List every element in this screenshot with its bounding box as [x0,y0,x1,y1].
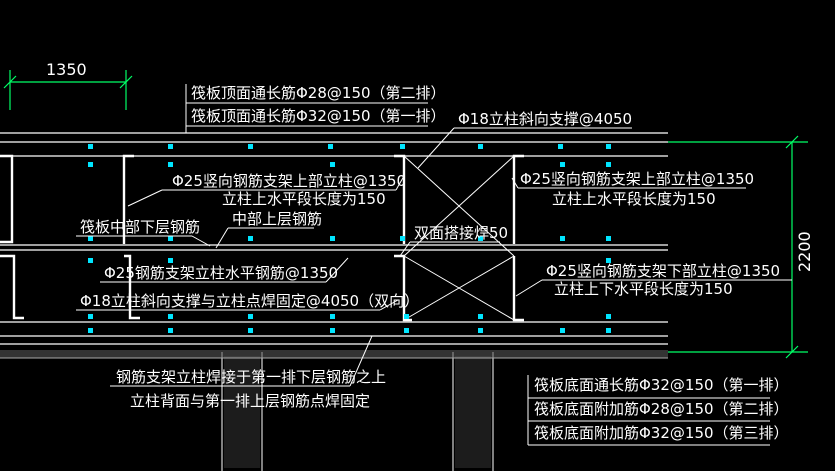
label-horizontal-bar: Φ25钢筋支架立柱水平钢筋@1350 [104,264,338,282]
label-upper-post-right-note: 立柱上水平段长度为150 [552,190,716,208]
label-upper-post-left: Φ25竖向钢筋支架上部立柱@1350 [172,172,406,190]
pile-hatch [224,356,491,468]
label-lower-post-right: Φ25竖向钢筋支架下部立柱@1350 [546,262,780,280]
label-post-weld-note: 钢筋支架立柱焊接于第一排下层钢筋之上 [116,368,386,386]
middle-rebar-lines [0,244,668,251]
label-post-back-note: 立柱背面与第一排上层钢筋点焊固定 [130,392,370,410]
dimension-1350-text: 1350 [46,60,87,79]
label-top-bar-row2: 筏板顶面通长筋Φ28@150（第二排） [191,84,446,102]
label-diagonal-brace: Φ18立柱斜向支撑@4050 [458,110,632,128]
top-rebar-lines [0,132,668,157]
leader-lines [76,84,792,446]
bottom-rebar-lines [0,321,668,345]
label-lower-post-right-note: 立柱上下水平段长度为150 [554,280,733,298]
label-double-weld: 双面搭接焊50 [414,224,508,242]
label-middle-lower: 筏板中部下层钢筋 [80,218,200,236]
dimension-2200-text: 2200 [795,231,814,272]
dimension-1350 [3,70,133,110]
label-upper-post-right: Φ25竖向钢筋支架上部立柱@1350 [520,170,754,188]
dimension-2200 [668,135,808,359]
rebar-points [88,144,611,333]
label-bottom-bar-row2: 筏板底面附加筋Φ28@150（第二排） [534,400,789,418]
pile-columns [221,352,494,471]
label-middle-upper: 中部上层钢筋 [232,210,322,228]
diagonal-braces [403,155,515,321]
label-top-bar-row1: 筏板顶面通长筋Φ32@150（第一排） [191,107,446,125]
label-bottom-bar-row1: 筏板底面通长筋Φ32@150（第一排） [534,376,789,394]
label-brace-weld: Φ18立柱斜向支撑与立柱点焊固定@4050（双向） [80,292,419,310]
slab-bottom-band [0,350,668,358]
label-upper-post-left-note: 立柱上水平段长度为150 [222,190,386,208]
label-bottom-bar-row3: 筏板底面附加筋Φ32@150（第三排） [534,424,789,442]
